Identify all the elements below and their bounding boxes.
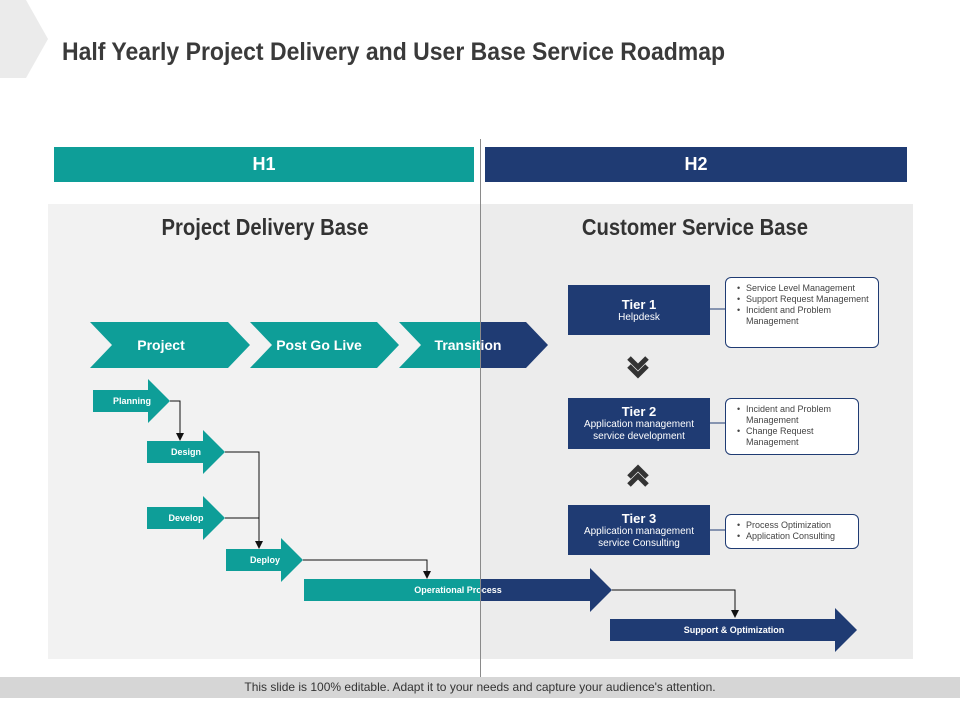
step-label-design: Design xyxy=(171,447,201,457)
step-arrow-planning xyxy=(93,379,170,423)
tier-2-box: Tier 2 Application management service de… xyxy=(568,398,710,449)
h1-header: H1 xyxy=(54,147,474,182)
project-delivery-heading: Project Delivery Base xyxy=(161,214,369,240)
tier-1-name: Tier 1 xyxy=(621,296,657,312)
note-item: Incident and Problem Management xyxy=(737,305,872,327)
phase-chevron-transition-teal xyxy=(399,322,481,368)
operational-process-label: Operational Process xyxy=(414,585,502,595)
tier-1-notes: Service Level Management Support Request… xyxy=(725,277,879,348)
tier-3-name: Tier 3 xyxy=(621,510,657,526)
tier-1-box: Tier 1 Helpdesk xyxy=(568,285,710,335)
tier-2-notes: Incident and Problem Management Change R… xyxy=(725,398,859,455)
connector-planning-design xyxy=(170,400,184,441)
step-arrow-deploy xyxy=(226,538,303,582)
chevron-up-icon xyxy=(627,464,649,479)
tier-3-notes: Process Optimization Application Consult… xyxy=(725,514,859,549)
customer-service-heading: Customer Service Base xyxy=(581,214,809,240)
connector-deploy-operational xyxy=(303,559,431,579)
phase-chevron-transition-navy xyxy=(481,322,548,368)
step-label-deploy: Deploy xyxy=(250,555,280,565)
operational-process-arrow-teal xyxy=(304,579,481,601)
phase-label-transition: Transition xyxy=(435,337,502,353)
connector-design-deploy xyxy=(225,451,263,549)
tier-1-desc: Helpdesk xyxy=(618,311,660,323)
step-label-planning: Planning xyxy=(113,396,151,406)
operational-process-arrow-navy xyxy=(481,568,612,612)
corner-tab-decoration xyxy=(0,0,48,78)
chevron-up-icon xyxy=(627,472,649,487)
note-item: Process Optimization xyxy=(737,520,852,531)
phase-chevron-post-go-live xyxy=(250,322,399,368)
step-label-develop: Develop xyxy=(168,513,204,523)
half-divider-line xyxy=(480,139,481,679)
support-optimization-label: Support & Optimization xyxy=(684,625,785,635)
h2-header: H2 xyxy=(485,147,907,182)
tier-3-box: Tier 3 Application management service Co… xyxy=(568,505,710,555)
step-arrow-design xyxy=(147,430,225,474)
note-item: Change Request Management xyxy=(737,426,852,448)
tier-3-desc: Application management service Consultin… xyxy=(583,525,695,549)
phase-label-post-go-live: Post Go Live xyxy=(276,337,362,353)
phase-label-project: Project xyxy=(137,337,185,353)
chevron-down-icon xyxy=(627,356,649,371)
note-item: Application Consulting xyxy=(737,531,852,542)
footer-note: This slide is 100% editable. Adapt it to… xyxy=(0,677,960,698)
tier-2-name: Tier 2 xyxy=(621,404,657,419)
step-arrow-develop xyxy=(147,496,225,540)
note-item: Service Level Management xyxy=(737,283,872,294)
note-item: Support Request Management xyxy=(737,294,872,305)
note-item: Incident and Problem Management xyxy=(737,404,852,426)
support-optimization-arrow xyxy=(610,608,857,652)
phase-chevron-project xyxy=(90,322,250,368)
connector-operational-support xyxy=(612,589,739,618)
chevron-down-icon xyxy=(627,364,649,379)
page-title: Half Yearly Project Delivery and User Ba… xyxy=(62,38,726,66)
tier-2-desc: Application management service developme… xyxy=(583,419,695,442)
